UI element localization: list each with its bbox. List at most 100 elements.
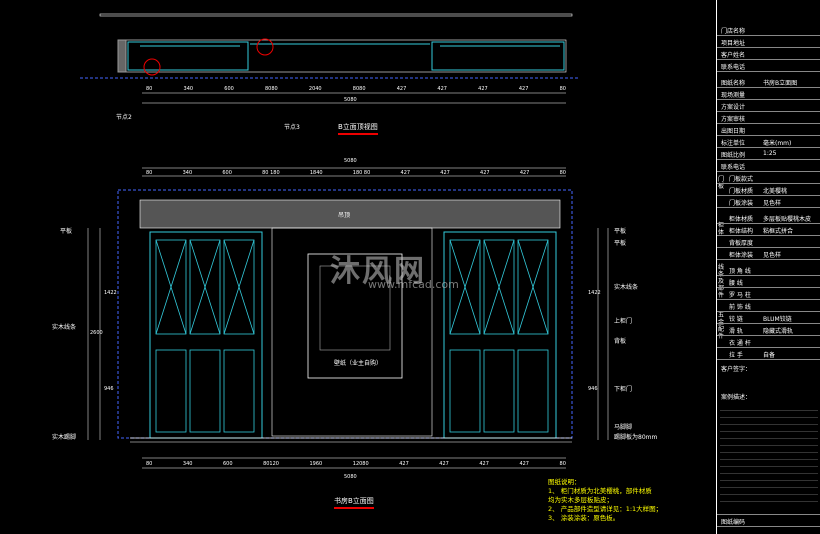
elev-top-dims: 80 340 600 80 180 1840 180 80 427 427 42… xyxy=(146,170,566,176)
tb-label: 方案审核 xyxy=(721,116,746,123)
elevation-title: 书房B立面图 xyxy=(334,496,374,509)
elev-dim: 340 xyxy=(182,461,193,467)
tb-row: 罗 马 柱 xyxy=(717,288,820,300)
tb-section: 柜体 xyxy=(718,222,725,236)
tb-row: 背板厚度 xyxy=(717,236,820,248)
elev-dim: 80 xyxy=(146,170,153,176)
elev-dim: 427 xyxy=(519,170,530,176)
elev-bottom-dims: 80 340 600 80120 1960 12080 427 427 427 … xyxy=(146,461,566,467)
tb-row: 图纸比例 1:25 xyxy=(717,148,820,160)
tb-row: 柜体涂装 见色样 xyxy=(717,248,820,260)
tb-row: 前 饰 线 xyxy=(717,300,820,312)
right-label: 上柜门 xyxy=(614,318,633,325)
tb-label: 图纸名称 xyxy=(721,80,746,87)
tb-value: 自备 xyxy=(763,352,776,359)
plan-dim: 2040 xyxy=(308,86,322,92)
right-label: 平板 xyxy=(614,240,627,247)
right-label: 实木线条 xyxy=(614,284,639,291)
left-dim: 946 xyxy=(104,386,114,392)
elev-top-total: 5080 xyxy=(344,158,357,164)
plan-dim: 600 xyxy=(224,86,234,92)
tb-label: 客户姓名 xyxy=(721,52,746,59)
left-dim: 1422 xyxy=(104,290,117,296)
tb-row: 现场测量 xyxy=(717,88,820,100)
tb-row: 联系电话 xyxy=(717,60,820,72)
elev-dim: 1840 xyxy=(309,170,323,176)
plan-dim: 427 xyxy=(518,86,529,92)
plan-dim: 427 xyxy=(478,86,488,92)
tb-label: 门店名称 xyxy=(721,28,746,35)
tb-label: 项目地址 xyxy=(721,40,746,47)
elev-dim: 427 xyxy=(400,170,411,176)
elev-dim: 80120 xyxy=(263,461,279,467)
tb-row: 柜体材质多层板贴樱桃木皮 xyxy=(717,212,820,224)
right-label: 下柜门 xyxy=(614,386,633,393)
tb-label: 腰 线 xyxy=(729,280,743,287)
tb-section: 门板 xyxy=(718,176,725,190)
elev-dim: 600 xyxy=(222,461,233,467)
ceiling-label: 吊顶 xyxy=(338,212,351,219)
tb-label: 背板厚度 xyxy=(729,240,754,247)
tb-label: 图纸比例 xyxy=(721,152,746,159)
tb-label: 出图日期 xyxy=(721,128,746,135)
tb-value: 1:25 xyxy=(763,150,777,157)
elev-dim: 1960 xyxy=(309,461,323,467)
tb-row: 客户姓名 xyxy=(717,48,820,60)
design-notes-body xyxy=(720,404,818,508)
left-dim: 2600 xyxy=(90,330,103,336)
tb-value: 粘框式拼合 xyxy=(763,228,794,235)
tb-row: 门店名称 xyxy=(717,24,820,36)
tb-label: 铰 链 xyxy=(729,316,743,323)
tb-value: 见色样 xyxy=(763,200,782,207)
plan-dim: 8080 xyxy=(352,86,366,92)
elev-dim: 80 180 xyxy=(262,170,280,176)
tb-label: 方案设计 xyxy=(721,104,746,111)
right-label: 马脚脚 xyxy=(614,424,633,431)
tb-value: 毫米(mm) xyxy=(763,140,792,147)
right-dim: 1422 xyxy=(588,290,601,296)
tb-row: 门板涂装 见色样 xyxy=(717,196,820,208)
left-label: 实木踢脚 xyxy=(52,434,77,441)
plan-dim: 427 xyxy=(437,86,447,92)
drawing-no: 图纸编码 xyxy=(721,519,746,526)
design-notes-title: 案例描述： xyxy=(721,394,752,401)
tb-label: 联系电话 xyxy=(721,64,746,71)
right-dim: 946 xyxy=(588,386,598,392)
tb-label: 门板涂装 xyxy=(729,200,754,207)
elev-dim: 427 xyxy=(439,461,449,467)
tb-row: 腰 线 xyxy=(717,276,820,288)
tb-row: 方案审核 xyxy=(717,112,820,124)
plan-dim: 340 xyxy=(183,86,194,92)
left-label: 平板 xyxy=(60,228,73,235)
watermark: 沐风网 xyxy=(330,254,426,289)
elev-dim: 427 xyxy=(399,461,409,467)
elev-dim: 427 xyxy=(479,461,489,467)
tb-row: 图纸名称书房B立面图 xyxy=(717,76,820,88)
tb-value: 见色样 xyxy=(763,252,782,259)
elev-bottom-total: 5080 xyxy=(344,474,357,480)
notes-item: 2、 产品部件造型请详见：1:1大样图； xyxy=(548,505,663,513)
right-label: 平板 xyxy=(614,228,627,235)
tb-row: 拉 手 自备 xyxy=(717,348,820,360)
tb-row: 顶 角 线 xyxy=(717,264,820,276)
tb-label: 门板款式 xyxy=(729,176,754,183)
elev-dim: 80 xyxy=(146,461,153,467)
tb-label: 柜体涂装 xyxy=(729,252,754,259)
tb-row: 门板款式 xyxy=(717,172,820,184)
plan-dim: 80 xyxy=(146,86,153,92)
tb-row: 项目地址 xyxy=(717,36,820,48)
plan-dim: 80 xyxy=(559,86,566,92)
tb-row: 柜体结构粘框式拼合 xyxy=(717,224,820,236)
tb-row: 图纸编码 xyxy=(717,514,820,527)
tb-label: 联系电话 xyxy=(721,164,746,171)
elev-dim: 12080 xyxy=(352,461,369,467)
tb-row: 方案设计 xyxy=(717,100,820,112)
watermark-url: www.mfcad.com xyxy=(368,278,459,291)
notes-item: 3、 涂装涂装：原色板。 xyxy=(548,514,620,522)
plan-dim: 8080 xyxy=(264,86,278,92)
tb-label: 现场测量 xyxy=(721,92,746,99)
tb-label: 拉 手 xyxy=(729,352,743,359)
tb-row: 衣 通 杆 xyxy=(717,336,820,348)
elevation-view xyxy=(117,189,573,443)
